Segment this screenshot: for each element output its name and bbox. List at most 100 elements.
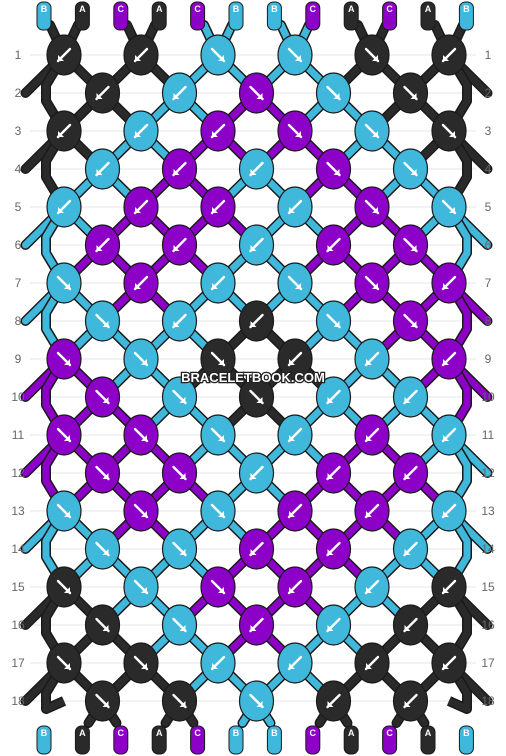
bottom-string-tab xyxy=(228,725,244,755)
arrow-down-left-icon xyxy=(250,245,257,251)
row-label-left: 12 xyxy=(11,466,25,480)
arrow-down-left-icon xyxy=(443,283,449,289)
knot xyxy=(84,300,121,342)
arrow-down-left-icon xyxy=(250,625,257,631)
row-label-left: 9 xyxy=(15,352,22,366)
row-label-right: 18 xyxy=(481,694,495,708)
arrow-down-left-icon xyxy=(366,663,372,669)
knot xyxy=(354,338,390,380)
arrow-down-right-icon xyxy=(333,169,340,175)
row-label-right: 16 xyxy=(481,618,495,632)
knot xyxy=(84,604,121,646)
knot xyxy=(200,414,236,456)
knot xyxy=(200,110,236,152)
arrow-down-left-icon xyxy=(212,131,218,137)
top-string-tab-letter: C xyxy=(118,4,125,14)
knot xyxy=(315,376,352,418)
arrow-down-left-icon xyxy=(250,169,257,175)
knot xyxy=(354,490,390,532)
arrow-down-right-icon xyxy=(141,663,147,669)
arrow-down-right-icon xyxy=(372,207,378,213)
knot xyxy=(123,110,159,152)
arrow-down-left-icon xyxy=(250,473,257,479)
row-label-left: 14 xyxy=(11,542,25,556)
row-label-right: 13 xyxy=(481,504,495,518)
top-string-tab-letter: A xyxy=(156,4,163,14)
arrow-down-left-icon xyxy=(173,169,180,175)
row-label-left: 2 xyxy=(15,86,22,100)
arrow-down-left-icon xyxy=(250,549,257,555)
arrow-down-right-icon xyxy=(141,511,147,517)
knot xyxy=(354,566,390,608)
arrow-down-right-icon xyxy=(218,359,224,365)
knot xyxy=(431,414,467,456)
knot xyxy=(200,338,236,380)
top-string-tab-letter: C xyxy=(386,4,393,14)
knot xyxy=(277,642,313,684)
bottom-string-tab-letter: C xyxy=(118,728,125,738)
knot xyxy=(161,224,198,266)
knot xyxy=(200,566,236,608)
arrow-down-right-icon xyxy=(410,245,417,251)
knot xyxy=(431,34,467,76)
knot xyxy=(161,528,198,570)
arrow-down-right-icon xyxy=(410,93,417,99)
top-string-tab-letter: B xyxy=(233,4,240,14)
bottom-string-tab xyxy=(151,725,167,755)
arrow-down-left-icon xyxy=(135,55,141,61)
knot xyxy=(46,490,82,532)
arrow-down-left-icon xyxy=(366,435,372,441)
arrow-down-right-icon xyxy=(333,321,340,327)
arrow-down-right-icon xyxy=(64,359,70,365)
arrow-down-left-icon xyxy=(327,625,334,631)
knot xyxy=(354,262,390,304)
arrow-down-left-icon xyxy=(327,245,334,251)
row-label-right: 1 xyxy=(485,48,492,62)
bottom-string-tab-letter: B xyxy=(41,728,48,738)
knot xyxy=(277,566,313,608)
knot xyxy=(392,528,429,570)
row-label-left: 3 xyxy=(15,124,22,138)
knot xyxy=(277,262,313,304)
arrow-down-left-icon xyxy=(58,207,64,213)
row-label-right: 12 xyxy=(481,466,495,480)
bottom-string-tab xyxy=(305,725,321,755)
arrow-down-right-icon xyxy=(102,473,109,479)
knot xyxy=(46,338,82,380)
arrow-down-left-icon xyxy=(443,587,449,593)
bottom-string-tab xyxy=(266,725,282,755)
row-label-left: 6 xyxy=(15,238,22,252)
knot xyxy=(315,528,352,570)
arrow-down-left-icon xyxy=(173,321,180,327)
arrow-down-right-icon xyxy=(333,93,340,99)
top-string-tab-letter: A xyxy=(348,4,355,14)
arrow-down-left-icon xyxy=(289,207,295,213)
arrow-down-left-icon xyxy=(404,625,411,631)
arrow-down-right-icon xyxy=(141,587,147,593)
arrow-down-left-icon xyxy=(404,397,411,403)
knot-grid xyxy=(46,34,467,722)
arrow-down-left-icon xyxy=(404,473,411,479)
knot xyxy=(238,680,275,722)
bottom-string-tab xyxy=(190,725,206,755)
top-string-tab xyxy=(228,1,244,31)
row-label-right: 15 xyxy=(481,580,495,594)
arrow-down-right-icon xyxy=(102,549,109,555)
knot xyxy=(200,262,236,304)
top-string-tab-letter: C xyxy=(194,4,201,14)
knot xyxy=(84,72,121,114)
bottom-string-tab xyxy=(420,725,436,755)
knot xyxy=(84,452,121,494)
arrow-down-left-icon xyxy=(404,701,411,707)
bottom-string-tab-letter: C xyxy=(310,728,317,738)
knot xyxy=(200,34,236,76)
knot xyxy=(431,186,467,228)
bottom-string-tab-letter: A xyxy=(156,728,163,738)
arrow-down-left-icon xyxy=(366,587,372,593)
knot xyxy=(161,604,198,646)
arrow-down-left-icon xyxy=(289,511,295,517)
arrow-down-left-icon xyxy=(173,93,180,99)
